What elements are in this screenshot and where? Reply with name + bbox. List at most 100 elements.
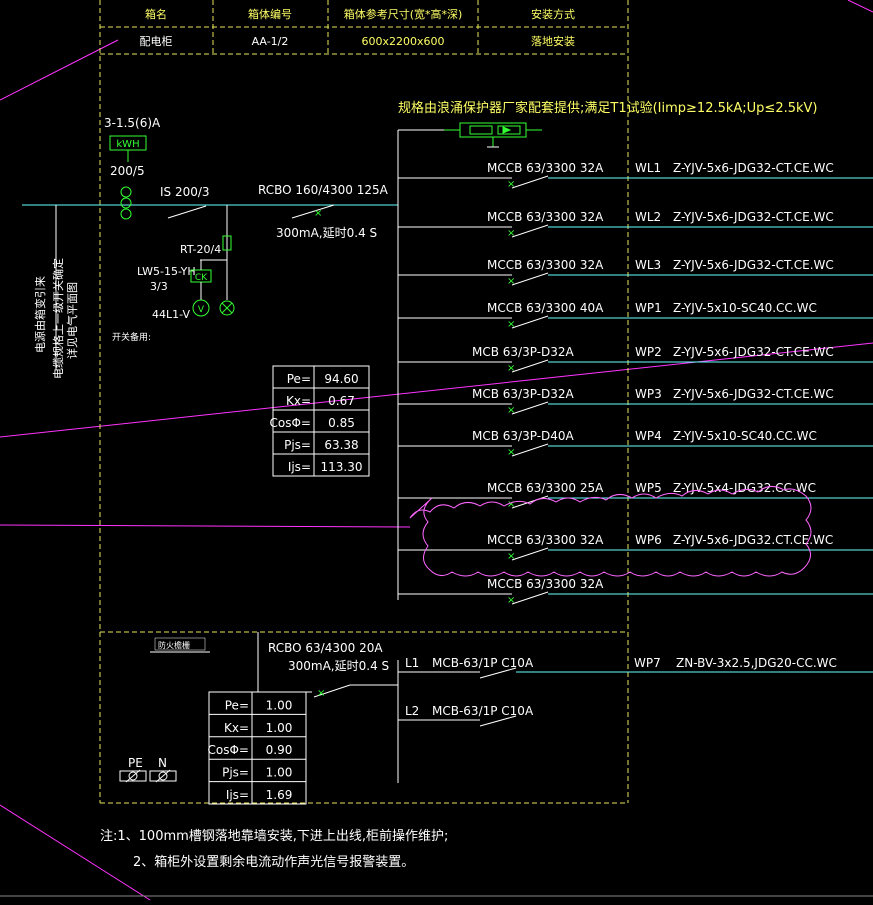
rcbo-note: 300mA,延时0.4 S (276, 226, 377, 240)
circuit-row: × MCCB 63/3300 32A WL2 Z-YJV-5x6-JDG32-CT.C… (398, 210, 873, 239)
cable-spec: Z-YJV-5x6-JDG32-CT.CE.WC (673, 258, 834, 272)
note-1: 注:1、100mm槽钢落地靠墙安装,下进上出线,柜前操作维护; (100, 828, 448, 844)
rcbo-label: RCBO 160/4300 125A (258, 183, 389, 197)
load-param-value: 0.85 (328, 416, 355, 430)
load-param-label: Kx= (224, 721, 249, 735)
spare-note: 开关备用: (112, 331, 151, 343)
voltmeter-symbol: V (198, 305, 205, 315)
circuit-name: WP3 (635, 387, 662, 401)
value-cell: 600x2200x600 (361, 35, 444, 48)
revision-cloud (409, 486, 812, 577)
cable-spec: Z-YJV-5x6-JDG32-CT.CE.WC (673, 210, 834, 224)
vertical-note-2: 电缆规格上一级开关确定 (51, 258, 65, 379)
cable-spec: Z-YJV-5x6-JDG32.CT.CE.WC (673, 533, 833, 547)
load-param-label: Pjs= (284, 438, 311, 452)
circuit-name: WL2 (635, 210, 661, 224)
load-param-label: CosΦ= (208, 743, 249, 757)
note-2: 2、箱柜外设置剩余电流动作声光信号报警装置。 (133, 854, 414, 870)
isolator-label: IS 200/3 (160, 185, 210, 199)
fire-l1-breaker: MCB-63/1P C10A (432, 656, 534, 670)
pe-n-terminals: PE N (119, 756, 177, 783)
header-cell: 箱名 (145, 7, 167, 21)
header-cell: 箱体编号 (248, 7, 292, 21)
cable-spec: Z-YJV-5x6-JDG32-CT.CE.WC (673, 345, 834, 359)
circuit-name: WP6 (635, 533, 662, 547)
load-param-label: Ijs= (288, 460, 311, 474)
fuse (222, 235, 232, 251)
load-param-value: 94.60 (324, 372, 358, 386)
enclosure-frame (99, 0, 629, 804)
svg-text:×: × (317, 688, 325, 699)
breaker-mark: × (507, 319, 515, 330)
fuse-label: RT-20/4 (180, 243, 221, 256)
isolator-switch (167, 205, 207, 219)
header-cell: 箱体参考尺寸(宽*高*深) (344, 7, 463, 21)
breaker-label: MCCB 63/3300 32A (487, 210, 604, 224)
breaker-mark: × (507, 447, 515, 458)
breaker-label: MCCB 63/3300 32A (487, 577, 604, 591)
breaker-label: MCCB 63/3300 32A (487, 533, 604, 547)
fire-rcbo-label: RCBO 63/4300 20A (268, 641, 383, 655)
svg-text:×: × (314, 208, 322, 219)
circuit-name: WL3 (635, 258, 661, 272)
circuit-name: WP1 (635, 301, 662, 315)
load-param-value: 1.00 (266, 721, 293, 735)
vertical-note-3: 详见电气平面图 (65, 282, 79, 359)
breaker-mark: × (507, 276, 515, 287)
value-cell: 落地安装 (531, 34, 575, 48)
meter-rating: 3-1.5(6)A (104, 116, 161, 130)
cable-spec: Z-YJV-5x6-JDG32-CT.CE.WC (673, 161, 834, 175)
circuit-row: × MCCB 63/3300 32A WP6 Z-YJV-5x6-JDG32.CT.C… (398, 533, 873, 562)
fire-rcbo-note: 300mA,延时0.4 S (288, 659, 389, 673)
load-table-1: Pe=94.60Kx=0.67CosΦ=0.85Pjs=63.38Ijs=113… (270, 365, 370, 477)
spd-note: 规格由浪涌保护器厂家配套提供;满足T1试验(Iimp≥12.5kA;Up≤2.5… (398, 100, 818, 116)
load-param-value: 1.00 (266, 766, 293, 780)
fire-l2-name: L2 (405, 704, 419, 718)
circuit-name: WP2 (635, 345, 662, 359)
load-param-value: 0.67 (328, 394, 355, 408)
spd-symbol (398, 122, 542, 148)
kwh-label: kWH (116, 139, 139, 150)
fire-l1-name: L1 (405, 656, 419, 670)
breaker-label: MCCB 63/3300 32A (487, 161, 604, 175)
load-param-label: Kx= (286, 394, 311, 408)
cable-spec: Z-YJV-5x10-SC40.CC.WC (673, 301, 817, 315)
circuit-name: WL1 (635, 161, 661, 175)
voltmeter-label: 44L1-V (152, 308, 190, 321)
rcbo-switch (291, 204, 335, 219)
fire-section: 防火檐栅 RCBO 63/4300 20A 300mA,延时0.4 S × L1… (150, 632, 873, 783)
load-param-label: Pe= (287, 372, 311, 386)
breaker-label: MCB 63/3P-D40A (472, 429, 575, 443)
fire-l1-circuit: WP7 (634, 656, 661, 670)
load-param-value: 0.90 (266, 743, 293, 757)
load-param-value: 63.38 (324, 438, 358, 452)
indicator-lamp-icon (219, 300, 235, 316)
value-cell: AA-1/2 (252, 35, 289, 48)
load-param-label: Pe= (225, 698, 249, 712)
pe-label: PE (128, 756, 143, 770)
breaker-mark: × (507, 551, 515, 562)
breaker-label: MCCB 63/3300 40A (487, 301, 604, 315)
cable-spec: Z-YJV-5x4-JDG32.CC.WC (673, 481, 816, 495)
breaker-label: MCB 63/3P-D32A (472, 345, 575, 359)
value-cell: 配电柜 (140, 35, 173, 48)
load-param-value: 1.69 (266, 788, 293, 802)
circuit-row: × MCCB 63/3300 32A (398, 577, 873, 606)
load-param-label: Ijs= (226, 788, 249, 802)
breaker-mark: × (507, 228, 515, 239)
circuit-name: WP5 (635, 481, 662, 495)
switch-position: 3/3 (150, 280, 168, 293)
ct-ratio: 200/5 (110, 164, 145, 178)
breaker-mark: × (507, 595, 515, 606)
breaker-label: MCB 63/3P-D32A (472, 387, 575, 401)
circuit-row: × MCCB 63/3300 40A WP1 Z-YJV-5x10-SC40.CC.W… (398, 301, 873, 330)
fire-l2-breaker: MCB-63/1P C10A (432, 704, 534, 718)
